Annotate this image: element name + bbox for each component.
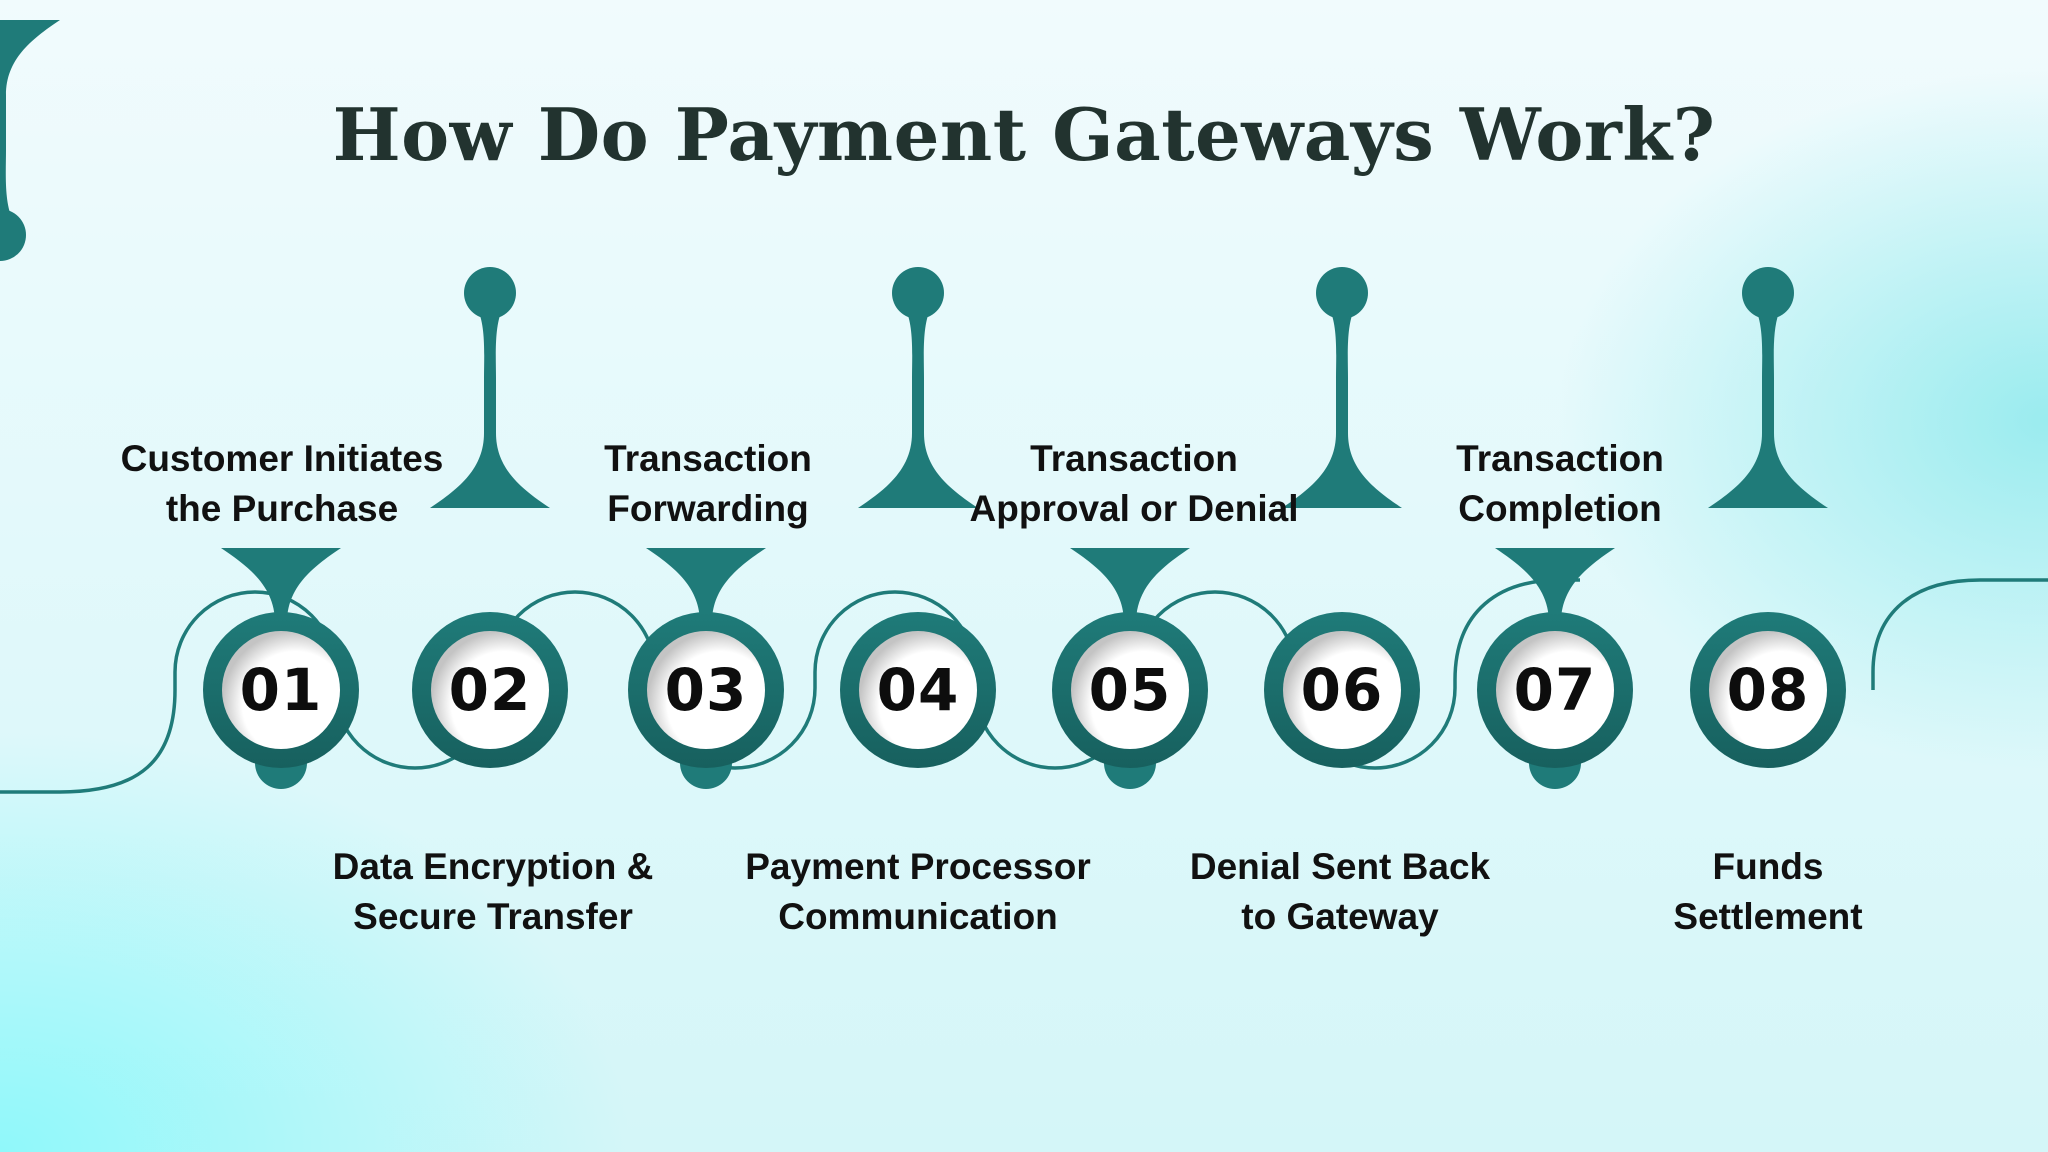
step-label-08: Funds Settlement	[1578, 842, 1958, 942]
step-label-01: Customer Initiates the Purchase	[92, 434, 472, 534]
step-label-07-line1: Transaction	[1456, 438, 1664, 479]
step-label-04-line2: Communication	[778, 896, 1058, 937]
step-label-02: Data Encryption & Secure Transfer	[303, 842, 683, 942]
step-label-07: Transaction Completion	[1370, 434, 1750, 534]
step-node-04	[840, 612, 996, 768]
step-label-05-line1: Transaction	[1030, 438, 1238, 479]
step-label-01-line1: Customer Initiates	[120, 438, 444, 479]
step-number-02: 02	[448, 656, 532, 724]
lower-pin	[0, 20, 60, 261]
step-label-02-line2: Secure Transfer	[353, 896, 633, 937]
step-label-06: Denial Sent Back to Gateway	[1150, 842, 1530, 942]
step-node-01	[203, 612, 359, 768]
step-number-04: 04	[876, 656, 960, 724]
step-label-03-line1: Transaction	[604, 438, 812, 479]
connector-line-exit	[1871, 578, 2048, 690]
step-label-04: Payment Processor Communication	[728, 842, 1108, 942]
step-number-07: 07	[1513, 656, 1597, 724]
step-node-05	[1052, 612, 1208, 768]
step-node-08	[1690, 612, 1846, 768]
step-number-08: 08	[1726, 656, 1810, 724]
step-number-01: 01	[239, 656, 323, 724]
step-label-08-line2: Settlement	[1673, 896, 1863, 937]
step-label-06-line1: Denial Sent Back	[1189, 846, 1491, 887]
step-number-05: 05	[1088, 656, 1172, 724]
step-node-06	[1264, 612, 1420, 768]
step-label-08-line1: Funds	[1712, 846, 1824, 887]
step-label-06-line2: to Gateway	[1241, 896, 1439, 937]
step-number-03: 03	[664, 656, 748, 724]
page-title: How Do Payment Gateways Work?	[332, 92, 1716, 177]
step-number-06: 06	[1300, 656, 1384, 724]
step-node-03	[628, 612, 784, 768]
step-label-02-line1: Data Encryption &	[332, 846, 654, 887]
step-label-05-line2: Approval or Denial	[969, 488, 1299, 529]
step-label-07-line2: Completion	[1458, 488, 1662, 529]
step-label-03-line2: Forwarding	[607, 488, 809, 529]
step-node-07	[1477, 612, 1633, 768]
step-node-02	[412, 612, 568, 768]
step-label-05: Transaction Approval or Denial	[944, 434, 1324, 534]
step-label-03: Transaction Forwarding	[518, 434, 898, 534]
step-label-01-line2: the Purchase	[165, 488, 399, 529]
step-label-04-line1: Payment Processor	[745, 846, 1091, 887]
